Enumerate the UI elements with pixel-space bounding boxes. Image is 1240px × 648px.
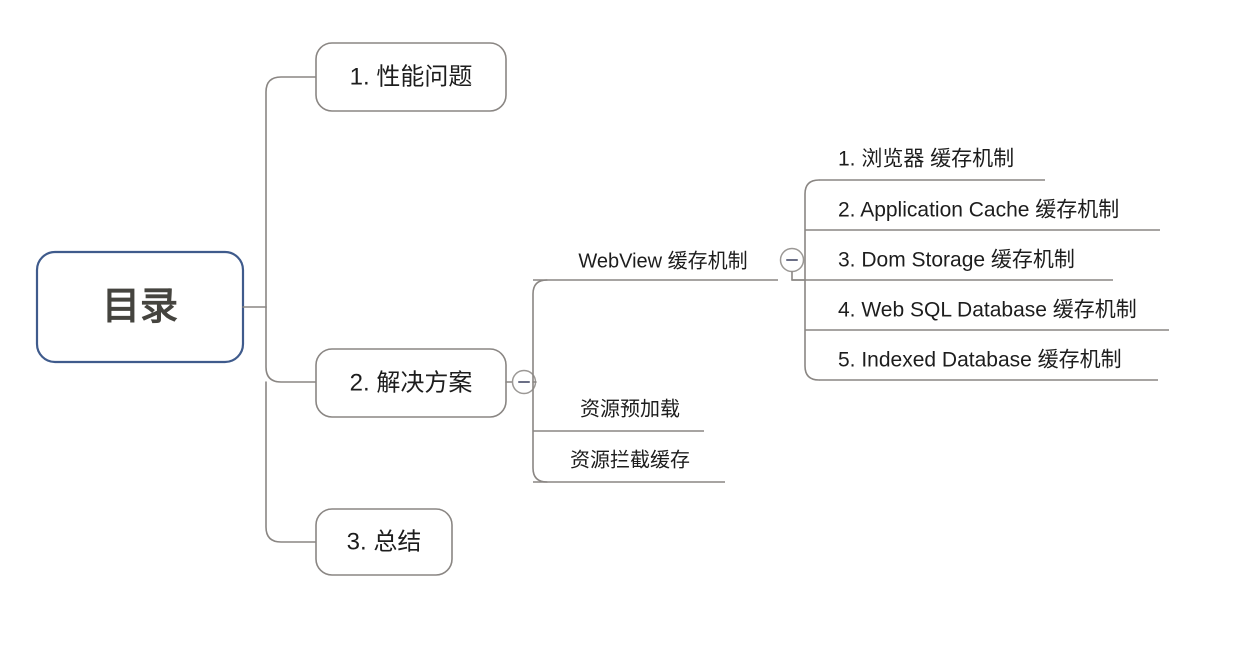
- branch-3-label: 3. 总结: [347, 528, 422, 555]
- leaf-node-1[interactable]: 1. 浏览器 缓存机制: [819, 148, 1045, 181]
- leaf-node-2[interactable]: 2. Application Cache 缓存机制: [805, 199, 1160, 231]
- branch-2-bracket-path: [532, 279, 548, 483]
- branch-3-box[interactable]: [315, 508, 453, 576]
- trunk-to-branch-2: [265, 306, 317, 383]
- subbranch-node-1[interactable]: WebView 缓存机制: [533, 249, 778, 281]
- trunk-to-branch-1: [265, 76, 317, 308]
- leaf-node-3[interactable]: 3. Dom Storage 缓存机制: [805, 249, 1113, 281]
- leaf-2-label: 2. Application Cache 缓存机制: [838, 199, 1119, 222]
- subbranch-1-collapse-toggle[interactable]: [779, 247, 805, 273]
- leaf-4-label: 4. Web SQL Database 缓存机制: [838, 299, 1137, 322]
- branch-node-2[interactable]: 2. 解决方案: [315, 348, 507, 418]
- leaf-1-label: 1. 浏览器 缓存机制: [838, 148, 1014, 171]
- branch-1-box[interactable]: [315, 42, 507, 112]
- subbranch-3-label: 资源拦截缓存: [570, 448, 690, 471]
- subbranch-2-label: 资源预加载: [580, 397, 680, 420]
- subbranch-1-label: WebView 缓存机制: [578, 249, 747, 272]
- leaf-5-label: 5. Indexed Database 缓存机制: [838, 349, 1122, 372]
- branch-1-label: 1. 性能问题: [350, 63, 473, 90]
- leaf-node-4[interactable]: 4. Web SQL Database 缓存机制: [805, 299, 1169, 331]
- branch-2-box[interactable]: [315, 348, 507, 418]
- root-node[interactable]: 目录: [35, 250, 245, 364]
- branch-2-children-bracket: [532, 279, 548, 483]
- trunk-to-branch-3: [265, 381, 317, 543]
- branch-2-label: 2. 解决方案: [350, 369, 473, 396]
- root-trunk-connectors: [242, 76, 317, 543]
- leaf-3-label: 3. Dom Storage 缓存机制: [838, 249, 1075, 272]
- subbranch-node-3[interactable]: 资源拦截缓存: [533, 448, 725, 483]
- branch-node-3[interactable]: 3. 总结: [315, 508, 453, 576]
- branch-2-collapse-toggle[interactable]: [505, 369, 537, 395]
- subbranch-node-2[interactable]: 资源预加载: [533, 397, 704, 432]
- branch-node-1[interactable]: 1. 性能问题: [315, 42, 507, 112]
- root-node-label: 目录: [102, 286, 178, 328]
- subbranch-1-children-stem: [791, 271, 805, 281]
- leaf-node-5[interactable]: 5. Indexed Database 缓存机制: [819, 349, 1158, 381]
